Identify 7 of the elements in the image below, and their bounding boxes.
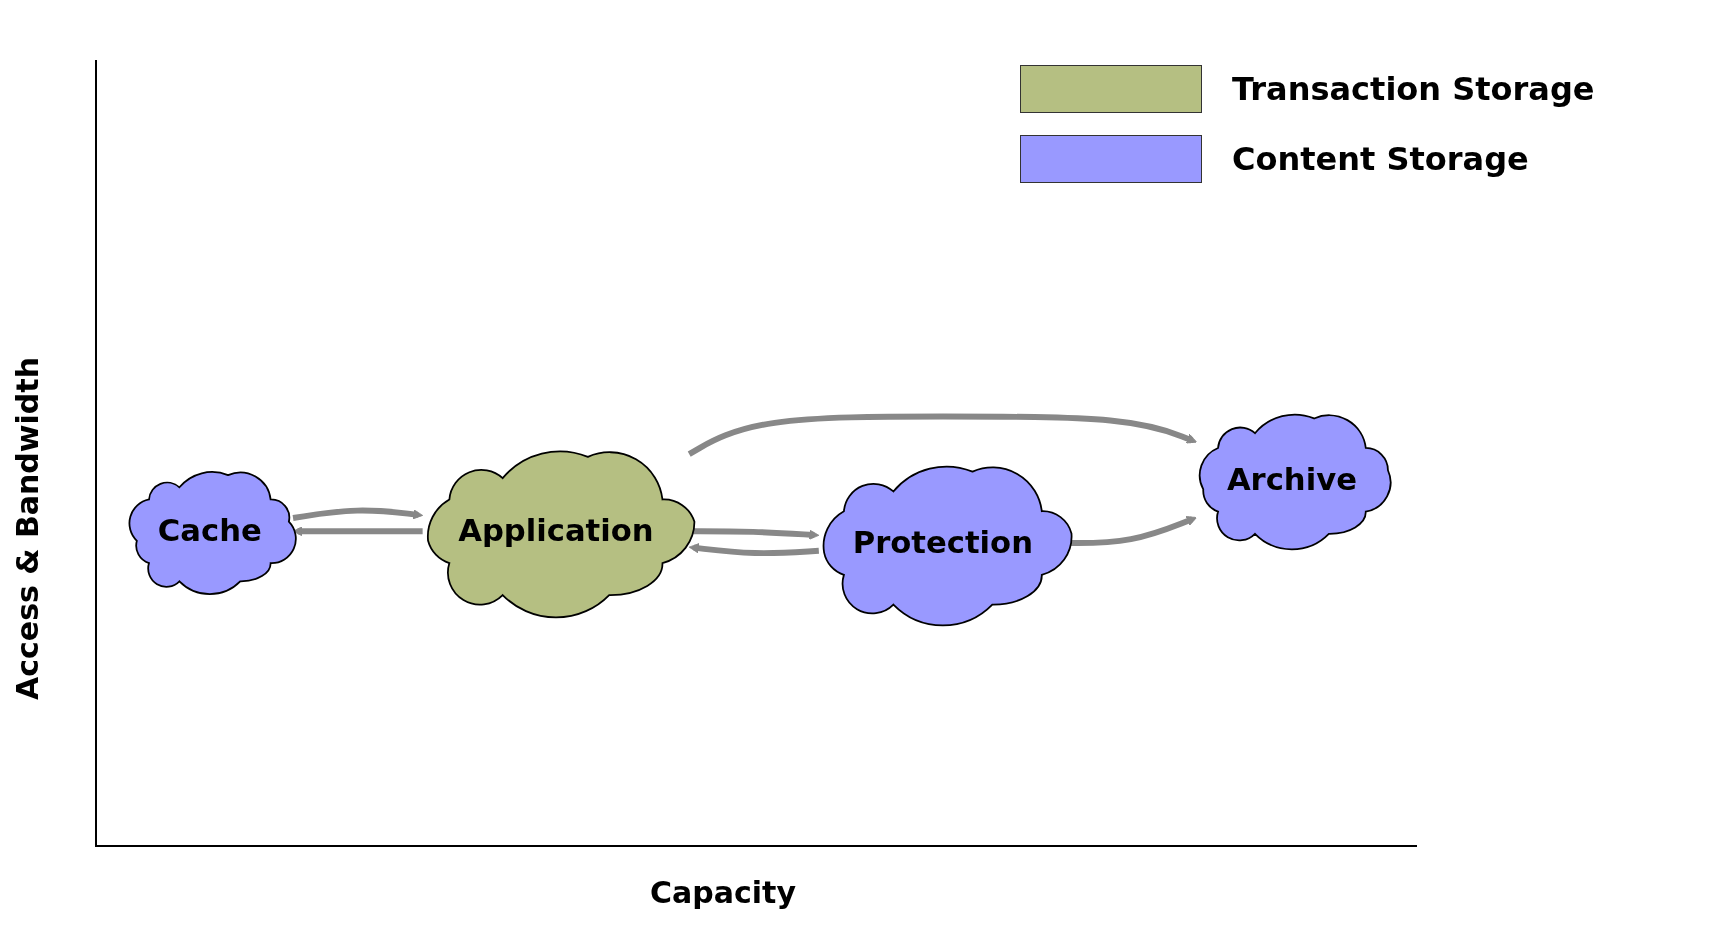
arrow xyxy=(292,507,424,521)
arrow xyxy=(687,413,1197,457)
axis-title: Capacity xyxy=(650,875,796,910)
legend-label: Transaction Storage xyxy=(1232,70,1595,108)
legend-label: Content Storage xyxy=(1232,140,1529,178)
arrow xyxy=(688,543,819,557)
axis-title: Access & Bandwidth xyxy=(10,357,45,700)
